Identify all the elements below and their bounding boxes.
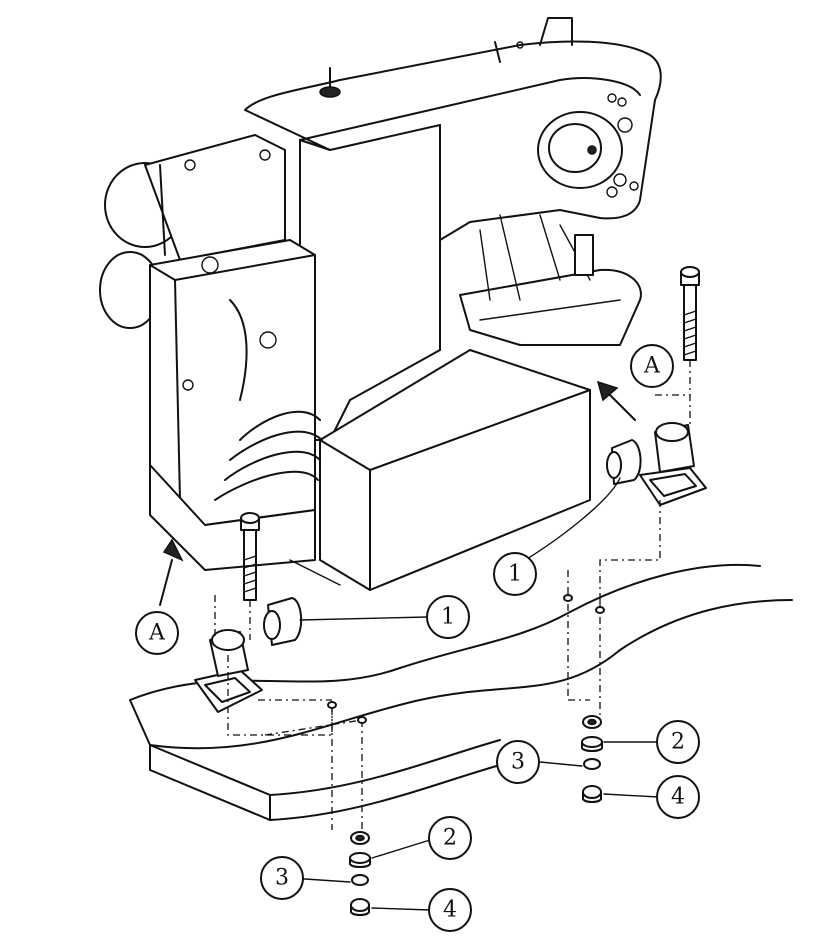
callout-2-left-label: 2 — [443, 826, 457, 851]
arrow-a-right — [596, 380, 636, 421]
callout-4-left: 4 — [428, 888, 472, 932]
bolt-right — [680, 266, 700, 361]
callout-a-right-label: A — [643, 354, 661, 379]
callout-1-right: 1 — [493, 552, 537, 596]
bolt-left — [240, 512, 260, 601]
callout-a-left: A — [135, 611, 179, 655]
callout-4-right: 4 — [656, 775, 700, 819]
rubber-cushion-right — [606, 439, 642, 485]
callout-2-left: 2 — [428, 816, 472, 860]
rubber-cushion-left — [263, 597, 303, 646]
assembly-lines — [214, 360, 691, 830]
callout-a-right: A — [630, 344, 674, 388]
fastener-stack-left — [349, 831, 371, 916]
callout-3-right-label: 3 — [511, 750, 525, 775]
sewing-machine-head — [99, 17, 662, 591]
hinge-seat-right — [639, 422, 707, 506]
callout-4-right-label: 4 — [671, 785, 685, 810]
callout-a-left-label: A — [148, 621, 166, 646]
callout-3-right: 3 — [496, 740, 540, 784]
fastener-stack-right — [581, 715, 603, 803]
callout-3-left-label: 3 — [275, 866, 289, 891]
callout-1-right-label: 1 — [508, 562, 522, 587]
hinge-seat-left — [194, 629, 263, 713]
callout-4-left-label: 4 — [443, 898, 457, 923]
callout-3-left: 3 — [260, 856, 304, 900]
callout-1-left-label: 1 — [441, 605, 455, 630]
callout-2-right: 2 — [656, 720, 700, 764]
callout-2-right-label: 2 — [671, 730, 685, 755]
callout-1-left: 1 — [426, 595, 470, 639]
arrow-a-left — [159, 538, 184, 606]
